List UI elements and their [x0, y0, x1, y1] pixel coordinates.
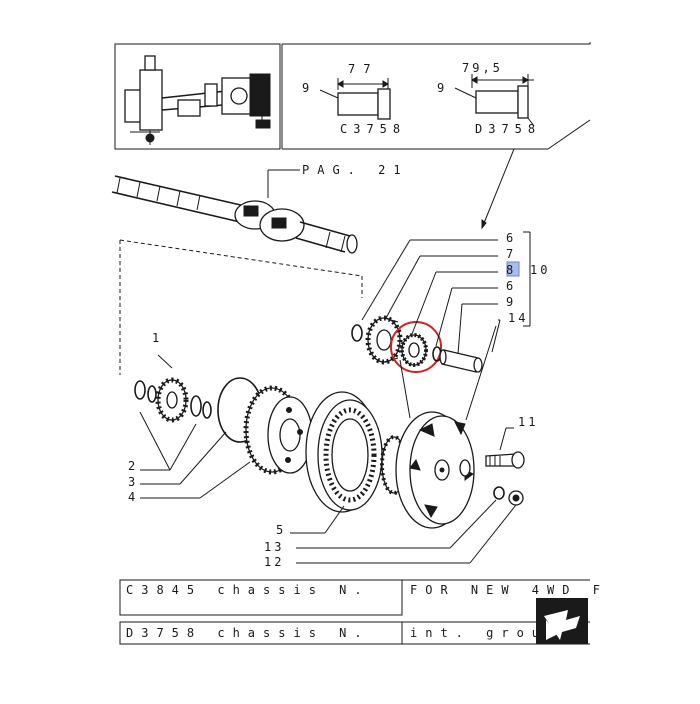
footer-table: C3845 chassis N. D3758 chassis N. FOR NE… [119, 579, 608, 645]
axle-overview-thumbnail [114, 43, 281, 150]
planet-gear [365, 315, 403, 365]
callout-5: 5 [276, 523, 286, 537]
callout-11: 11 [518, 415, 538, 429]
callout-4: 4 [128, 490, 138, 504]
footer-note-line2: int. grou [410, 626, 547, 640]
arrow-logo [536, 598, 588, 644]
highlight-circle [390, 321, 442, 373]
bottom-callouts: 5 13 12 [264, 499, 517, 569]
ring-gear [305, 391, 383, 513]
callout-13: 13 [264, 540, 284, 554]
callout-12: 12 [264, 555, 284, 569]
planet-carrier [380, 411, 475, 529]
callout-2: 2 [128, 459, 138, 473]
callout-1: 1 [152, 331, 162, 345]
callout-9-left: 9 [302, 81, 312, 95]
hub-gear [243, 385, 313, 475]
code-c3758: C3758 [340, 122, 406, 136]
callout-8: 8 [506, 263, 516, 277]
callout-7: 7 [506, 247, 516, 261]
callout-10: 10 [530, 263, 550, 277]
callout-6-bottom: 6 [506, 279, 516, 293]
dimension-c3758: 77 [348, 62, 378, 76]
code-d3758: D3758 [475, 122, 541, 136]
callout-9: 9 [506, 295, 516, 309]
right-callouts: 6 7 8 6 9 14 10 [506, 231, 550, 327]
axle-shaft: PAG. 21 [111, 163, 409, 254]
callout-9-right: 9 [437, 81, 447, 95]
page-reference: PAG. 21 [302, 163, 409, 177]
dimension-d3758: 79,5 [462, 61, 503, 75]
dashed-frame [119, 239, 363, 375]
planet-gear-set [351, 239, 501, 373]
washers-12-13 [493, 486, 524, 506]
callout-3: 3 [128, 475, 138, 489]
callout-6-top: 6 [506, 231, 516, 245]
selected-callout-highlight [506, 261, 520, 277]
sun-gear [155, 377, 189, 423]
callout-14: 14 [508, 311, 528, 325]
footer-note-line1: FOR NEW 4WD F [410, 583, 608, 597]
pin-variants-box: 77 9 C3758 79,5 9 D3758 [281, 42, 591, 230]
sun-gear-group: 1 2 3 4 [128, 331, 263, 504]
pin-d3758: 79,5 9 D3758 [437, 61, 541, 136]
pin-c3758: 77 9 C3758 [302, 62, 406, 136]
bolt-11: 11 [485, 415, 538, 469]
needle-bearing [400, 333, 428, 367]
footer-row2-code: D3758 chassis N. [126, 626, 370, 640]
footer-row1-code: C3845 chassis N. [126, 583, 370, 597]
planet-pin [439, 349, 483, 373]
